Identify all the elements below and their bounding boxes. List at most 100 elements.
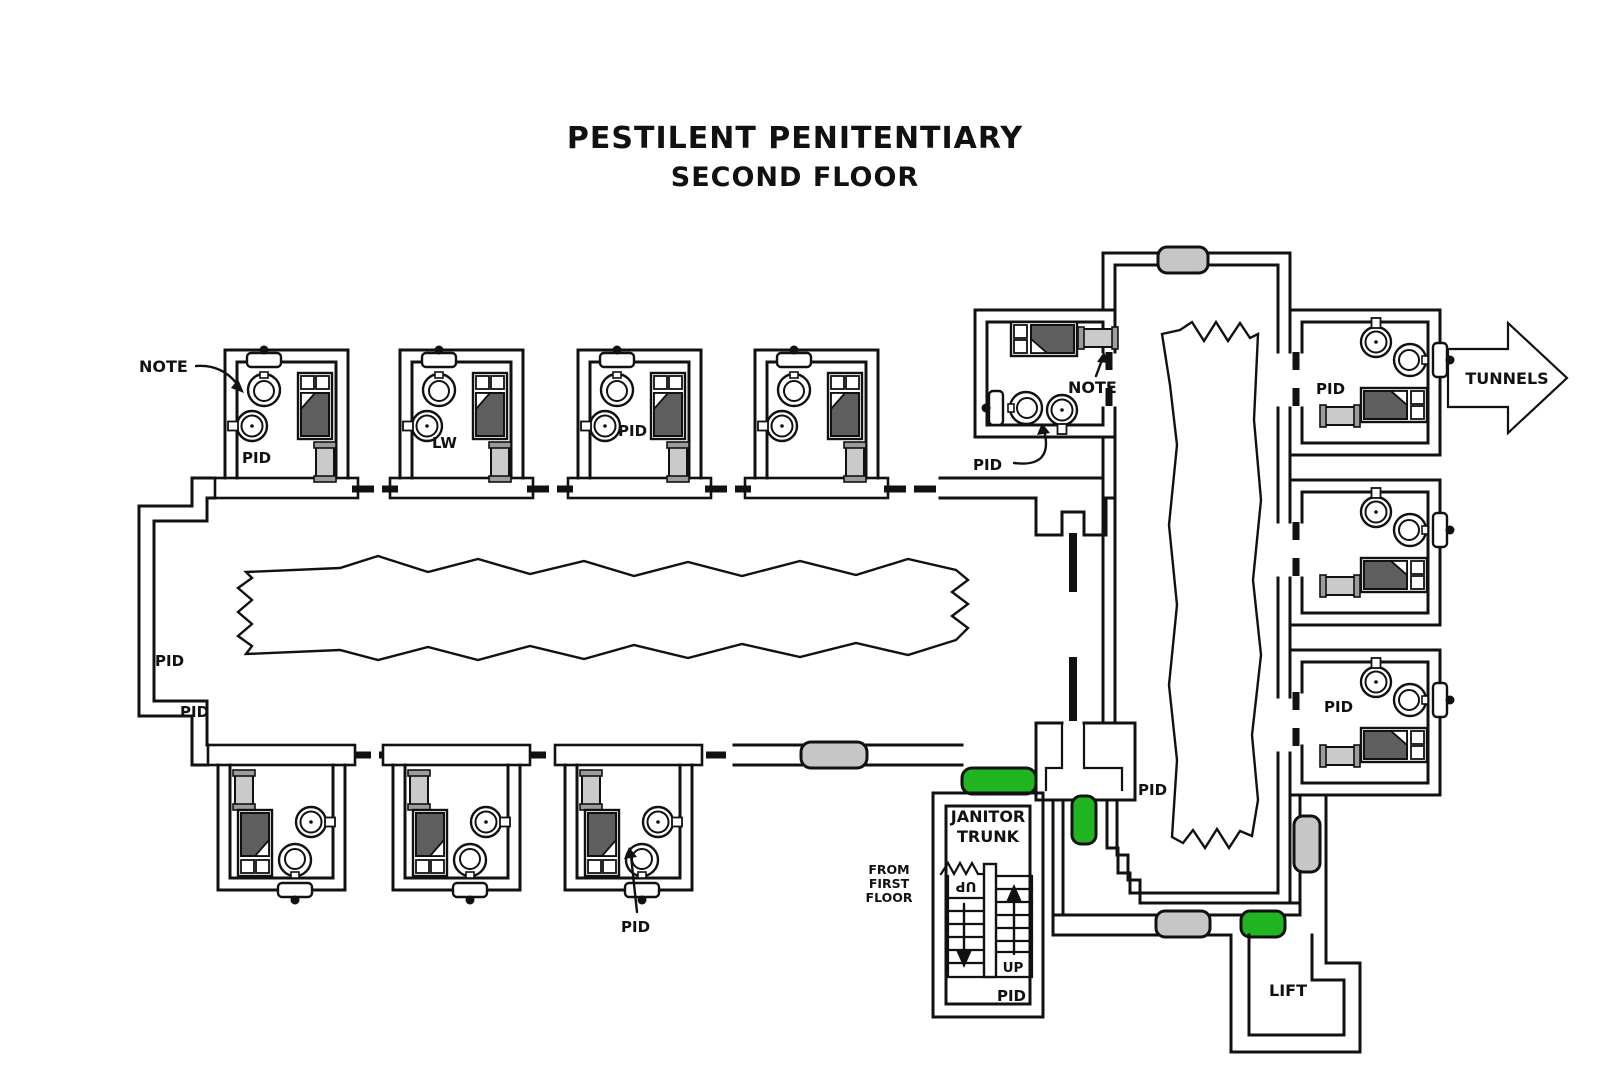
door-gray-bottom-corridor-west — [799, 740, 869, 770]
note-room-note-arrow — [1094, 358, 1104, 378]
toilet-icon — [1392, 511, 1456, 549]
tunnels-arrow: TUNNELS — [1446, 320, 1569, 436]
locker-icon — [313, 441, 337, 483]
cell-2-lw-label: LW — [432, 434, 457, 452]
locker-icon — [1319, 404, 1361, 428]
stairs-break-zigzag — [939, 860, 988, 877]
bed-icon — [471, 371, 509, 441]
right-room-1-pid-label: PID — [1316, 380, 1345, 398]
note-annotation-left: NOTE — [139, 357, 244, 393]
sink-icon — [1359, 486, 1393, 529]
locker-icon — [232, 769, 256, 811]
right-room-3-pid-label: PID — [1324, 698, 1353, 716]
toilet-icon — [245, 344, 283, 408]
bed-icon — [826, 371, 864, 441]
door-gray-east-corridor — [1292, 814, 1322, 874]
toilet-icon — [1392, 681, 1456, 719]
map-title-line2: SECOND FLOOR — [671, 162, 919, 193]
stairs-down-label: UP — [955, 878, 976, 894]
note-room-pid-arrowhead — [1037, 423, 1050, 435]
locker-icon — [1077, 326, 1119, 350]
locker-icon — [488, 441, 512, 483]
bed-icon — [1359, 556, 1429, 594]
pid-annotation-bottom-cells: PID — [621, 847, 650, 936]
door-green-vestibule-south — [1070, 794, 1098, 846]
cell-5-furniture — [232, 769, 337, 906]
janitor-trunk-room: JANITOR TRUNK UP UP PID — [931, 791, 1045, 1019]
note-room-pid-label: PID — [973, 456, 1002, 474]
bed-icon — [1359, 726, 1429, 764]
sink-icon — [756, 409, 799, 443]
sink-icon — [1359, 656, 1393, 699]
bed-icon — [1359, 386, 1429, 424]
tunnels-label: TUNNELS — [1465, 369, 1548, 388]
door-green-corridor-to-vestibule — [960, 766, 1038, 796]
janitor-pid-label: PID — [997, 987, 1026, 1005]
lift-room: LIFT — [1229, 933, 1362, 1054]
stairs-up-arrowhead — [1006, 884, 1022, 902]
bed-icon — [296, 371, 334, 441]
toilet-icon — [1392, 341, 1456, 379]
corridor-pid-label-1: PID — [155, 652, 184, 670]
sink-icon — [579, 409, 622, 443]
right-room-1: PID — [1288, 308, 1456, 457]
locker-icon — [1319, 744, 1361, 768]
right-room-3: PID — [1288, 648, 1456, 797]
toilet-icon — [598, 344, 636, 408]
stairs-up-label: UP — [1003, 960, 1024, 976]
sink-icon — [641, 805, 684, 839]
right-hall-walls — [1101, 251, 1292, 905]
from-first-floor-line1: FROM — [868, 862, 909, 877]
janitor-label-line1: JANITOR — [950, 807, 1026, 826]
cell-7-furniture — [579, 769, 684, 906]
bottom-corridor-walls — [1051, 798, 1302, 937]
note-arrow — [194, 364, 242, 390]
toilet-icon — [775, 344, 813, 408]
cell-2-furniture — [401, 344, 512, 483]
bed-icon — [411, 808, 449, 878]
sink-icon — [1045, 393, 1079, 436]
janitor-label-line2: TRUNK — [957, 827, 1020, 846]
lift-label: LIFT — [1269, 981, 1307, 1000]
cell-block-bottom-row: PID — [206, 743, 704, 936]
note-room-note-label: NOTE — [1068, 378, 1117, 397]
floor-opening-left — [236, 554, 970, 662]
toilet-icon — [980, 389, 1044, 427]
locker-icon — [579, 769, 603, 811]
door-gray-hall-top — [1156, 245, 1210, 275]
staircase: UP UP — [939, 860, 1034, 979]
bed-icon — [649, 371, 687, 441]
floor-opening-right — [1160, 319, 1263, 851]
bed-icon — [236, 808, 274, 878]
pid-leader-line — [629, 854, 639, 914]
cell-4-furniture — [756, 344, 867, 483]
cell-3-furniture — [579, 344, 690, 483]
east-corridor-walls — [1298, 793, 1328, 937]
vestibule-pid-label: PID — [1138, 781, 1167, 799]
cell-block-top-row: PID LW PID — [213, 344, 890, 500]
right-room-2 — [1288, 478, 1456, 627]
from-first-floor-annotation: FROM FIRST FLOOR — [866, 862, 913, 905]
locker-icon — [407, 769, 431, 811]
sink-icon — [469, 805, 512, 839]
from-first-floor-line3: FLOOR — [866, 890, 913, 905]
sink-icon — [294, 805, 337, 839]
toilet-icon — [451, 842, 489, 906]
vestibule-room: PID — [1034, 721, 1167, 802]
note-label: NOTE — [139, 357, 188, 376]
toilet-icon — [420, 344, 458, 408]
pid-arrowhead — [624, 847, 637, 859]
cell-6-furniture — [407, 769, 512, 906]
sink-icon — [1359, 316, 1393, 359]
locker-icon — [1319, 574, 1361, 598]
corridor-pid-label-2: PID — [180, 703, 209, 721]
cell-1-pid-label: PID — [242, 449, 271, 467]
locker-icon — [666, 441, 690, 483]
toilet-icon — [276, 842, 314, 906]
door-gray-bottom-corridor-east — [1154, 909, 1212, 939]
stairs-down-arrowhead — [956, 950, 972, 968]
map-title-line1: PESTILENT PENITENTIARY — [567, 121, 1023, 156]
cell-3-pid-label: PID — [618, 422, 647, 440]
bed-icon — [1009, 320, 1079, 358]
